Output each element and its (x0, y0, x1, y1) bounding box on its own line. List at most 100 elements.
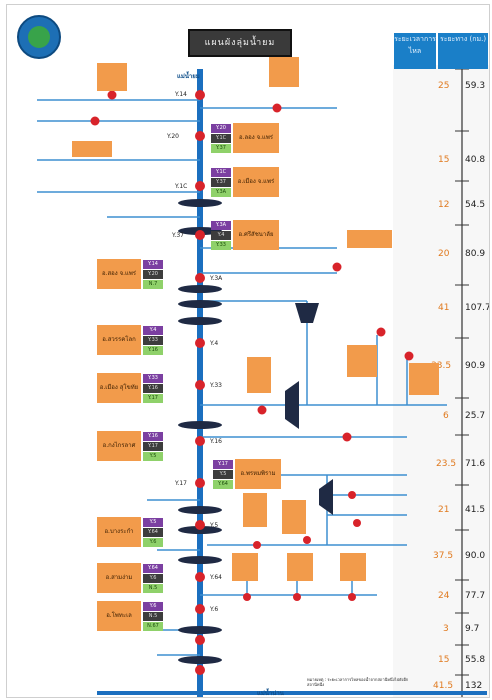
card-value: Y.6 (143, 538, 163, 547)
km-value: 77.7 (465, 591, 486, 601)
station-label: Y.17 (175, 480, 187, 487)
card-value: Y.14 (143, 260, 163, 269)
footnote: หมายเหตุ : ระยะเวลาการไหลของน้ำจากสถานีห… (307, 677, 409, 687)
dam-icon (319, 479, 333, 515)
station-card: อ.โพทะเล Y.6 N.5 N.67 (97, 601, 193, 631)
station-label: Y.20 (167, 133, 179, 140)
station-card: อ.กงไกรลาศ Y.16 Y.17 Y.5 (97, 431, 193, 461)
km-value: 59.3 (465, 81, 486, 91)
small-card (247, 357, 271, 393)
card-value: Y.33 (143, 336, 163, 345)
card-value: Y.17 (143, 394, 163, 403)
card-value: N.5 (143, 584, 163, 593)
km-value: 107.7 (465, 303, 490, 313)
card-label: อ.สามง่าม (97, 563, 141, 593)
card-label: อ.ลอง จ.แพร่ (233, 123, 279, 153)
hours-value: 3 (443, 624, 449, 634)
km-value: 25.7 (465, 411, 486, 421)
card-label: อ.สอง จ.แพร่ (97, 259, 141, 289)
station-label: Y.4 (210, 340, 219, 347)
card-value: Y.4 (211, 231, 231, 240)
station-label: Y.64 (210, 574, 222, 581)
hours-value: 24 (438, 591, 450, 601)
station-card: อ.บางระกำ Y.5 Y.64 Y.6 (97, 517, 193, 547)
card-value: Y.5 (143, 452, 163, 461)
station-card: อ.สอง จ.แพร่ Y.14 Y.20 N.7 (97, 259, 193, 289)
station-label: Y.6 (210, 606, 219, 613)
card-value: Y.17 (143, 442, 163, 451)
dam-icon (295, 303, 319, 323)
card-value: Y.5 (213, 470, 233, 479)
km-value: 90.9 (465, 361, 486, 371)
small-card (340, 553, 366, 581)
dam-icon (285, 381, 299, 429)
card-value: Y.6 (143, 574, 163, 583)
card-value: Y.37 (211, 144, 231, 153)
small-card (232, 553, 258, 581)
station-points (90, 90, 414, 675)
km-value: 9.7 (465, 624, 480, 634)
small-card (269, 57, 299, 87)
km-value: 80.9 (465, 249, 486, 259)
station-label: Y.3A (210, 275, 223, 282)
department-logo (17, 15, 61, 59)
small-card (287, 553, 313, 581)
card-value: Y.20 (211, 124, 231, 133)
station-card: Y.1C Y.37 Y.3A อ.เมือง จ.แพร่ (211, 167, 307, 197)
card-value: Y.3A (211, 221, 231, 230)
column-header-distance: ระยะทาง (กม.) (438, 33, 488, 69)
small-card (97, 63, 127, 91)
station-card: Y.20 Y.1C Y.37 อ.ลอง จ.แพร่ (211, 123, 307, 153)
card-value: Y.6 (143, 602, 163, 611)
card-value: Y.4 (143, 326, 163, 335)
km-value: 90.0 (465, 551, 486, 561)
hours-value: 15 (438, 655, 450, 665)
card-value: N.5 (143, 612, 163, 621)
page-title: แผนผังลุ่มน้ำยม (188, 29, 292, 57)
card-label: อ.โพทะเล (97, 601, 141, 631)
card-value: Y.16 (143, 346, 163, 355)
river-label: แม่น้ำยม (177, 73, 200, 80)
card-value: N.7 (143, 280, 163, 289)
card-value: Y.5 (143, 518, 163, 527)
card-value: Y.33 (211, 241, 231, 250)
card-value: Y.16 (143, 432, 163, 441)
hours-value: 21 (438, 505, 450, 515)
card-value: Y.20 (143, 270, 163, 279)
km-value: 41.5 (465, 505, 486, 515)
hours-value: 15 (438, 155, 450, 165)
card-label: อ.เมือง จ.แพร่ (233, 167, 279, 197)
hours-value: 41.5 (433, 681, 454, 691)
card-value: Y.17 (213, 460, 233, 469)
river-diagram (37, 65, 489, 697)
station-card: Y.17 Y.5 Y.64 อ.พรหมพิราม (213, 459, 309, 489)
card-value: Y.1C (211, 134, 231, 143)
card-label: อ.เมือง สุโขทัย (97, 373, 141, 403)
card-label: อ.พรหมพิราม (235, 459, 281, 489)
card-value: N.67 (143, 622, 163, 631)
station-card: อ.เมือง สุโขทัย Y.33 Y.16 Y.17 (97, 373, 193, 403)
station-label: Y.5 (210, 522, 219, 529)
card-value: Y.3A (211, 188, 231, 197)
small-card (409, 363, 439, 395)
column-header-time: ระยะเวลาการไหล (394, 33, 436, 69)
card-value: Y.33 (143, 374, 163, 383)
km-value: 40.8 (465, 155, 486, 165)
hours-value: 12 (438, 200, 450, 210)
station-card: อ.สวรรคโลก Y.4 Y.33 Y.16 (97, 325, 193, 355)
card-value: Y.64 (143, 528, 163, 537)
small-card (347, 345, 377, 377)
card-value: Y.37 (211, 178, 231, 187)
small-card (72, 141, 112, 157)
km-value: 55.8 (465, 655, 486, 665)
card-value: Y.64 (143, 564, 163, 573)
card-label: อ.สวรรคโลก (97, 325, 141, 355)
hours-value: 6 (443, 411, 449, 421)
station-label: Y.33 (210, 382, 222, 389)
card-label: อ.บางระกำ (97, 517, 141, 547)
bottom-river-label: แม่น้ำน่าน (257, 690, 284, 697)
station-label: Y.14 (175, 91, 187, 98)
km-value: 54.5 (465, 200, 486, 210)
hours-value: 41 (438, 303, 450, 313)
hours-value: 25 (438, 81, 450, 91)
